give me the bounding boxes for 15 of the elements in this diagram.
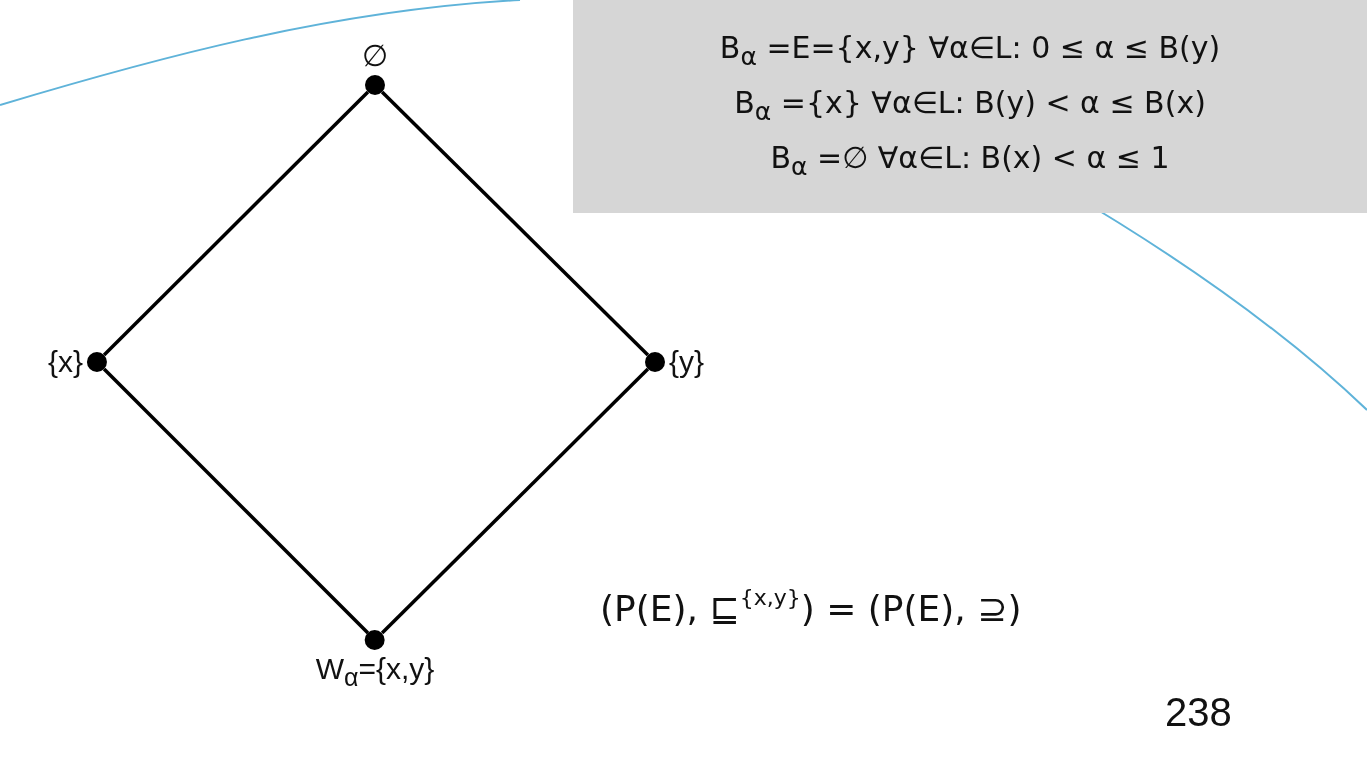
formula-text: (P(E), ⊑ (600, 588, 740, 629)
formula-text: B$_{α}$ ={x} ∀α∈L: B(y) < α ≤ B(x) (734, 86, 1206, 127)
formula-text: B$_{α}$ =∅ ∀α∈L: B(x) < α ≤ 1 (770, 140, 1170, 182)
vertex-label: W$_{α}$={x,y} (315, 654, 435, 690)
vertex-label: {y} (669, 347, 705, 377)
line (102, 367, 370, 635)
vertex-label: {x} (47, 347, 83, 377)
formula-text: ) = (P(E), ⊇) (800, 588, 1022, 629)
vertex-label: ∅ (362, 41, 388, 71)
page-number: 238 (1165, 690, 1232, 735)
line (102, 90, 370, 357)
line (380, 90, 650, 357)
line (380, 367, 650, 635)
superscript-text: {x,y} (739, 585, 801, 610)
formula-text: B$_{α}$ =E={x,y} ∀α∈L: 0 ≤ α ≤ B(y) (719, 31, 1221, 73)
